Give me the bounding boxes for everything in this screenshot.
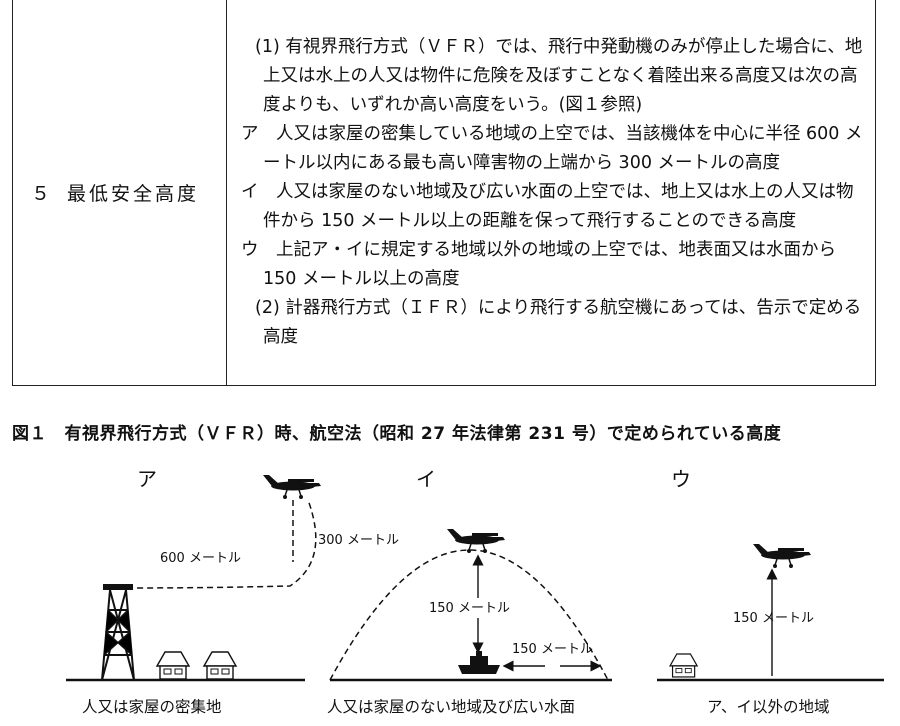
house-icon <box>669 653 698 678</box>
panel-u: ウ 150 メートル ア、イ以外の地域 <box>657 467 884 716</box>
paragraph-i: イ 人又は家屋のない地域及び広い水面の上空では、地上又は水上の人又は物件から 1… <box>241 181 854 231</box>
label-300m: 300 メートル <box>318 533 399 548</box>
label-150m-vertical: 150 メートル <box>429 601 510 616</box>
house-icon <box>156 651 190 680</box>
paragraph-a: ア 人又は家屋の密集している地域の上空では、当該機体を中心に半径 600 メート… <box>241 123 863 173</box>
regulation-table: ５ 最低安全高度 (1) 有視界飛行方式（ＶＦＲ）では、飛行中発動機のみが停止した… <box>12 0 876 386</box>
item-title: 最低安全高度 <box>67 182 200 205</box>
150m-hemisphere <box>329 549 609 681</box>
altitude-figure: ア 600 メートル 300 メートル 人又は家屋の密集地 イ 150 メートル… <box>66 467 884 716</box>
label-150m: 150 メートル <box>733 611 814 626</box>
regulation-table-container: ５ 最低安全高度 (1) 有視界飛行方式（ＶＦＲ）では、飛行中発動機のみが停止した… <box>12 0 876 386</box>
panel-u-letter: ウ <box>671 467 691 491</box>
panel-a: ア 600 メートル 300 メートル 人又は家屋の密集地 <box>66 467 399 716</box>
figure-caption: 図１ 有視界飛行方式（ＶＦＲ）時、航空法（昭和 27 年法律第 231 号）で定… <box>12 424 782 444</box>
label-150m-horizontal: 150 メートル <box>512 642 593 657</box>
label-600m: 600 メートル <box>160 551 241 566</box>
radius-600m-arc <box>126 499 317 589</box>
item-number: ５ <box>30 182 53 205</box>
tower-icon <box>101 584 135 681</box>
paragraph-u: ウ 上記ア・イに規定する地域以外の地域の上空では、地表面又は水面から 150 メ… <box>241 239 836 289</box>
item-label-cell: ５ 最低安全高度 <box>12 0 227 386</box>
house-icon <box>203 651 237 680</box>
airplane-icon <box>446 528 506 554</box>
paragraph-1: (1) 有視界飛行方式（ＶＦＲ）では、飛行中発動機のみが停止した場合に、地上又は… <box>255 36 863 115</box>
paragraph-2: (2) 計器飛行方式（ＩＦＲ）により飛行する航空機にあっては、告示で定める高度 <box>255 297 862 347</box>
airplane-icon <box>752 543 812 569</box>
panel-i-ground-label: 人又は家屋のない地域及び広い水面 <box>327 698 575 716</box>
panel-i: イ 150 メートル 150 メートル 人又は家屋のない地域及び広い水面 <box>327 467 612 716</box>
panel-u-ground-label: ア、イ以外の地域 <box>707 698 829 716</box>
airplane-icon <box>262 474 322 500</box>
item-content-cell: (1) 有視界飛行方式（ＶＦＲ）では、飛行中発動機のみが停止した場合に、地上又は… <box>226 0 876 386</box>
panel-i-letter: イ <box>416 467 436 491</box>
table-row: ５ 最低安全高度 (1) 有視界飛行方式（ＶＦＲ）では、飛行中発動機のみが停止した… <box>12 0 876 386</box>
panel-a-letter: ア <box>137 467 157 491</box>
boat-icon <box>458 651 500 674</box>
panel-a-ground-label: 人又は家屋の密集地 <box>82 698 222 716</box>
